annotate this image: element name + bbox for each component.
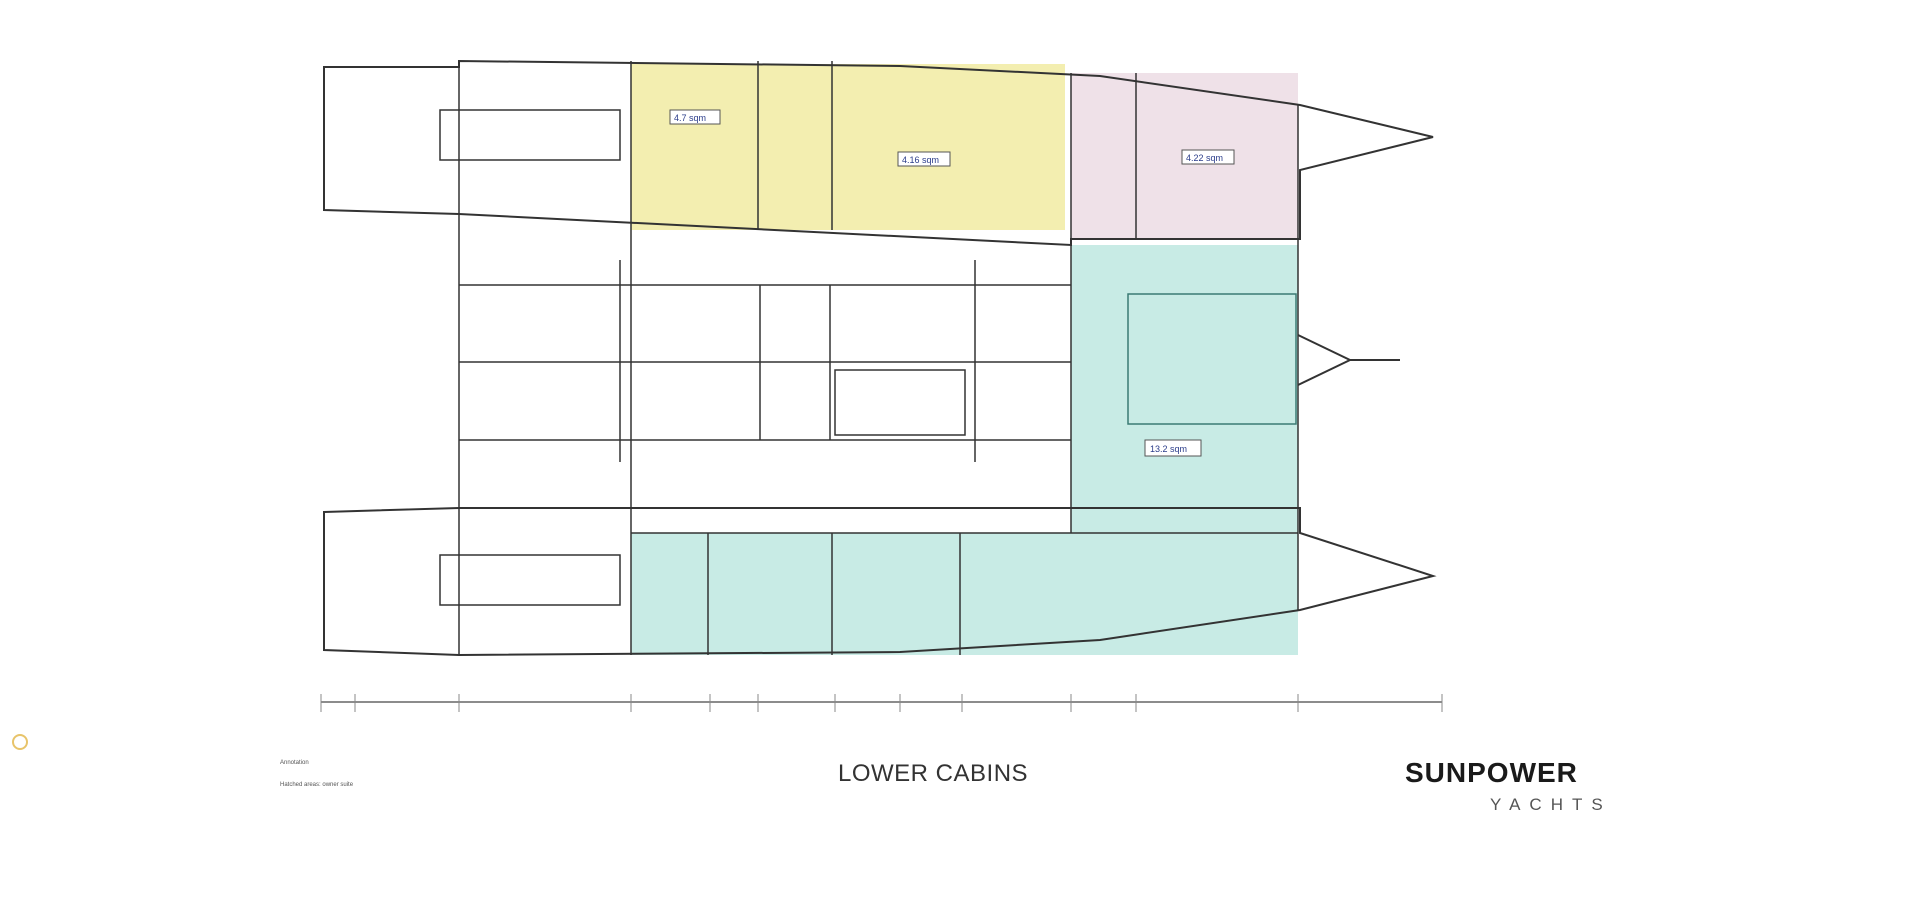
area-label: 13.2 sqm: [1150, 444, 1187, 454]
engine-port: [439, 554, 621, 606]
annotation-text: Hatched areas: owner suite: [280, 782, 354, 788]
owner-zone-teal-forward: [1071, 245, 1298, 533]
hull-outline: [323, 59, 1437, 657]
storage-grid: [834, 369, 966, 436]
engine-starboard: [439, 109, 621, 161]
port-hull: [323, 507, 1437, 657]
guest-zone-yellow: [631, 64, 1065, 230]
owner-zone-teal-hull: [631, 533, 1298, 655]
interior-walls: [439, 61, 1299, 655]
area-label: 4.22 sqm: [1186, 153, 1223, 163]
brand-subtitle: YACHTS: [1490, 795, 1612, 814]
area-label: 4.7 sqm: [674, 113, 706, 123]
area-tag: [669, 109, 721, 125]
brand-logo: SUNPOWER: [1405, 757, 1578, 788]
brand-logo-small: [12, 734, 28, 750]
area-label: 4.16 sqm: [902, 155, 939, 165]
owner-bed: [1127, 293, 1297, 425]
area-labels: 4.7 sqm 4.16 sqm 4.22 sqm 13.2 sqm: [669, 109, 1235, 457]
drawing-title: LOWER CABINS: [838, 760, 1029, 787]
sun-logo-icon: [12, 734, 28, 750]
starboard-hull: [323, 59, 1434, 247]
ruler-ticks: [320, 694, 1443, 712]
area-tag: [1144, 439, 1202, 457]
area-tag: [897, 151, 951, 167]
central-nacelle: [1297, 334, 1353, 386]
area-tag: [1181, 149, 1235, 165]
annotation-heading: Annotation: [280, 760, 309, 766]
